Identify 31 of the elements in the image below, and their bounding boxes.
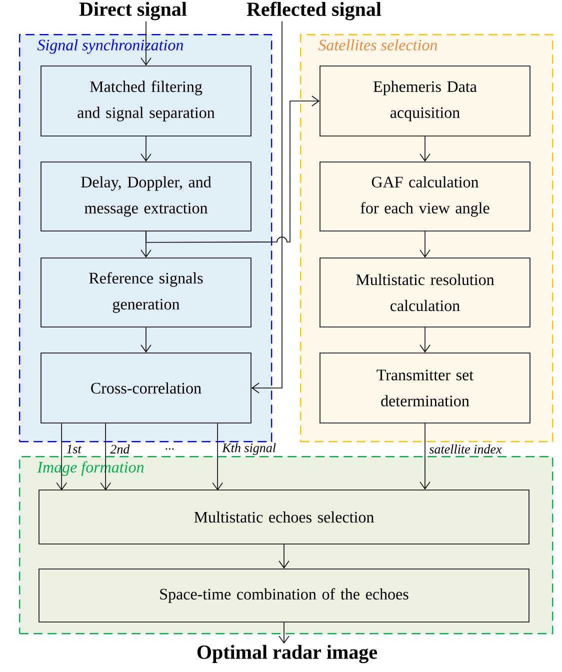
process-box: Reference signals generation [40, 258, 252, 328]
edge-label: Kth signal [222, 443, 276, 455]
process-box: Multistatic echoes selection [38, 490, 530, 544]
edge-label: 1st [66, 444, 82, 454]
ellipsis-label: ... [166, 448, 174, 450]
arrow [420, 423, 430, 490]
heading: Direct signal [79, 2, 187, 20]
process-box: Delay, Doppler, and message extraction [40, 162, 252, 232]
heading: Optimal radar image [197, 644, 378, 664]
heading: Reflected signal [246, 2, 382, 20]
arrow [420, 231, 430, 258]
process-box: Cross-correlation [40, 352, 252, 424]
arrow [140, 136, 152, 162]
edge-label: 2nd [110, 444, 130, 454]
arrow [146, 96, 320, 243]
arrow [278, 622, 290, 644]
arrow [140, 327, 152, 353]
edge-label: satellite index [429, 444, 502, 454]
arrow [56, 423, 67, 490]
arrow [212, 423, 223, 490]
process-box: Transmitter set determination [320, 352, 530, 424]
process-box: Matched filtering and signal separation [40, 66, 252, 136]
arrow [420, 327, 430, 353]
arrow [420, 136, 430, 162]
process-box: Multistatic resolution calculation [320, 258, 530, 328]
arrow [251, 21, 282, 394]
process-box: Ephemeris Data acquisition [320, 66, 530, 136]
arrow [278, 544, 290, 569]
process-box: Space-time combination of the echoes [38, 568, 530, 622]
arrow [100, 423, 111, 490]
process-box: GAF calculation for each view angle [320, 162, 530, 232]
